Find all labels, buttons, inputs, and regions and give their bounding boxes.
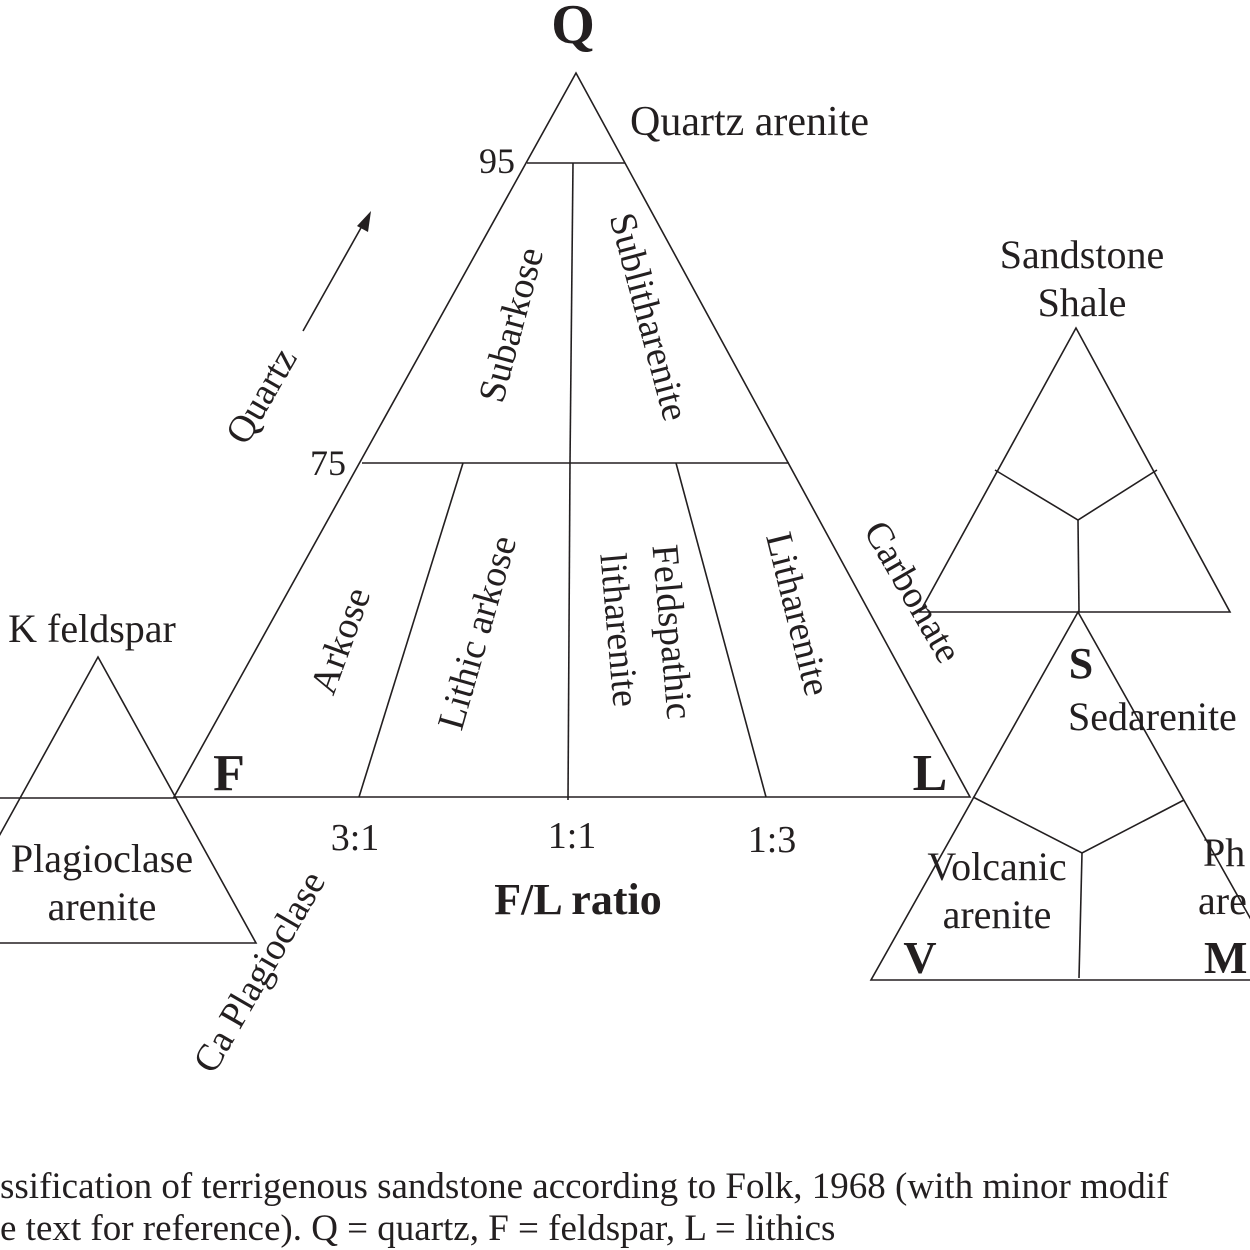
quartz-axis-label: Quartz [218, 341, 306, 452]
ratio-3-1-label: 3:1 [331, 817, 380, 859]
lithic-inset [869, 610, 1250, 981]
carbonate-axis-label: Carbonate [855, 514, 969, 670]
fl-ratio-label: F/L ratio [494, 875, 661, 924]
sublitharenite-label: Sublitharenite [601, 208, 697, 425]
subarkose-label: Subarkose [471, 243, 553, 407]
arkose-label: Arkose [302, 582, 379, 700]
apex-f-label: F [213, 745, 245, 802]
plagioclase-arenite-line2: arenite [48, 884, 157, 929]
sandstone-label: Sandstone [1000, 232, 1164, 277]
boundary-3-1 [358, 462, 464, 798]
feldspathic-litharenite-label: litharenite [591, 551, 646, 708]
volcanic-arenite-line1: Volcanic [927, 844, 1066, 889]
apex-m-label: M [1204, 932, 1247, 983]
plagioclase-arenite-line1: Plagioclase [11, 836, 193, 881]
ca-plagioclase-axis-label: Ca Plagioclase [185, 864, 334, 1080]
quartz-arrow [302, 211, 371, 332]
shale-label: Shale [1038, 280, 1127, 325]
boundary-subarkose-sublitharenite [569, 162, 574, 464]
main-ternary-triangle [172, 71, 972, 801]
lithic-triangle-shape [869, 610, 1250, 981]
apex-s-label: S [1069, 639, 1093, 688]
phyllarenite-line1: Ph [1203, 830, 1245, 875]
sandstone-inset-divider-top [994, 469, 1158, 521]
ratio-1-1-label: 1:1 [548, 815, 597, 857]
litharenite-label: Litharenite [757, 528, 838, 700]
sandstone-shale-inset [918, 326, 1232, 613]
lithic-arkose-label: Lithic arkose [430, 531, 525, 734]
sandstone-inset-divider-stem [1077, 519, 1080, 613]
volcanic-arenite-line2: arenite [943, 892, 1052, 937]
quartz-arrow-shaft [302, 225, 363, 332]
tick-95-label: 95 [479, 141, 515, 181]
ratio-1-3-label: 1:3 [748, 819, 797, 861]
apex-q-label: Q [551, 0, 595, 56]
sedarenite-label: Sedarenite [1068, 694, 1237, 739]
feldspathic-label: Feldspathic [643, 543, 700, 721]
quartz-arrow-head [357, 211, 371, 232]
main-triangle-shape [172, 71, 972, 798]
feldspar-inset [0, 655, 258, 944]
quartz-arenite-label: Quartz arenite [630, 99, 869, 145]
feldspar-triangle-shape [0, 655, 258, 944]
boundary-1-1 [567, 462, 571, 801]
k-feldspar-label: K feldspar [8, 606, 176, 651]
lithic-inset-divider-stem [1078, 852, 1083, 979]
caption-line2: e text for reference). Q = quartz, F = f… [0, 1208, 835, 1249]
tick-75-label: 75 [310, 443, 346, 483]
sandstone-triangle-shape [918, 326, 1232, 613]
apex-v-label: V [903, 932, 936, 983]
phyllarenite-line2: are [1198, 878, 1247, 923]
boundary-1-3 [675, 462, 767, 798]
caption-line1: ssification of terrigenous sandstone acc… [0, 1166, 1169, 1207]
apex-l-label: L [913, 745, 948, 802]
